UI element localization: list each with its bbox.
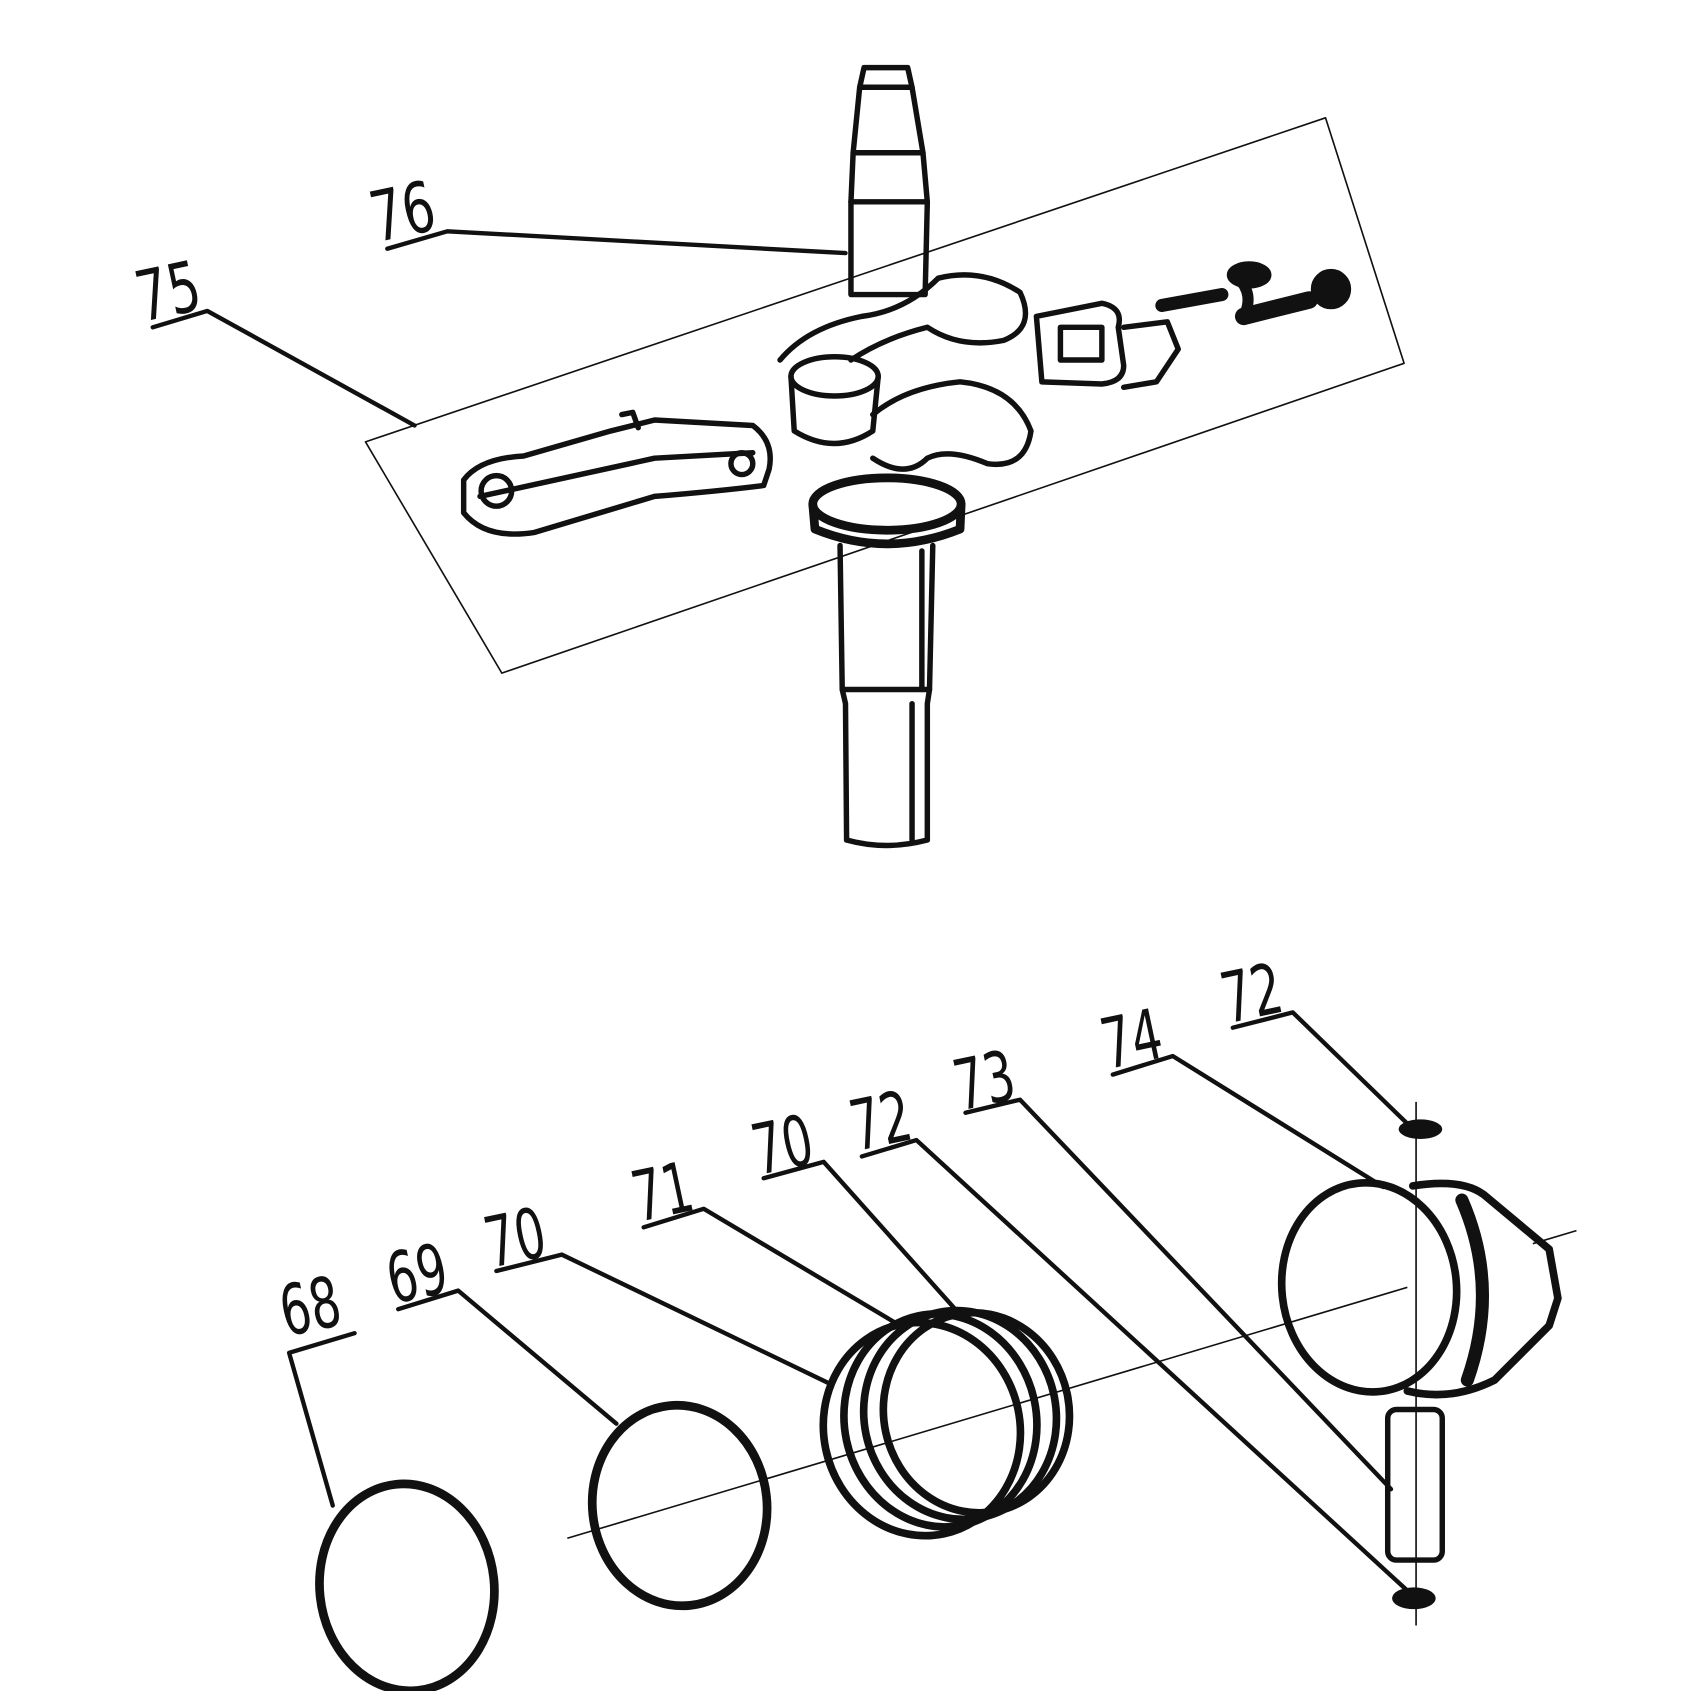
crankshaft-assembly	[364, 64, 1405, 849]
callout-73: 73	[947, 1035, 1023, 1127]
clip-bottom	[1392, 1587, 1436, 1610]
gasket-69	[587, 1400, 772, 1611]
assembly-boundary-box	[364, 117, 1405, 674]
piston-pin	[1384, 1406, 1445, 1563]
callout-74: 74	[1094, 994, 1170, 1086]
callout-71: 71	[625, 1146, 701, 1238]
collar-ring	[808, 473, 966, 549]
crankshaft	[837, 64, 936, 849]
callout-76: 76	[363, 165, 443, 258]
callout-70-a: 70	[478, 1192, 554, 1284]
center-axis	[567, 1286, 1408, 1540]
leader-lines	[150, 229, 1410, 1593]
gasket-68	[315, 1479, 499, 1691]
callout-72-b: 72	[1214, 948, 1290, 1040]
piston-rings	[819, 1306, 1074, 1540]
piston	[1277, 1178, 1562, 1399]
left-crank-arm	[460, 409, 773, 537]
callout-70-b: 70	[745, 1099, 821, 1191]
callout-68: 68	[272, 1261, 348, 1353]
right-crank-arm	[1033, 261, 1352, 391]
center-hub	[777, 272, 1034, 472]
piston-assembly	[315, 1101, 1577, 1691]
callout-72-a: 72	[843, 1075, 919, 1167]
clip-top	[1398, 1119, 1443, 1139]
callout-69: 69	[379, 1228, 455, 1320]
callout-75: 75	[128, 245, 208, 338]
